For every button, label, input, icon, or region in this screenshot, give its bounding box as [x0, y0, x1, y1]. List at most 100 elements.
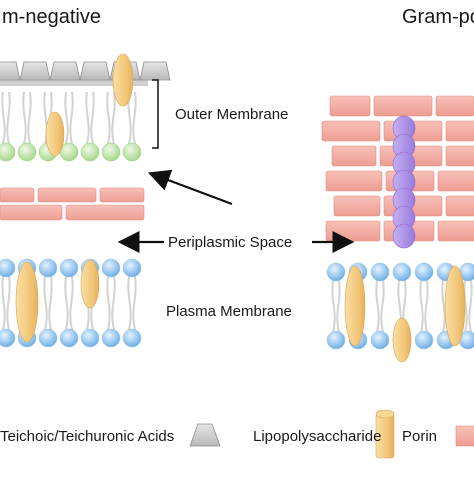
lipid-tail [90, 91, 95, 145]
peptidoglycan-block [437, 170, 474, 192]
peptidoglycan-block [445, 120, 474, 142]
lipid-tail [132, 91, 137, 145]
legend-porin-cap [375, 409, 395, 419]
lipid-head [122, 328, 142, 348]
legend-symbols [189, 409, 474, 459]
lipid-head [414, 262, 434, 282]
lps-unit [139, 61, 171, 81]
lipid-tail [85, 91, 90, 145]
lipid-head [326, 330, 346, 350]
lipid-head [101, 142, 121, 162]
peptidoglycan-block [99, 187, 145, 203]
lipid-tail [106, 91, 111, 145]
periplasmic-space-label: Periplasmic Space [168, 234, 293, 251]
porin-protein [392, 317, 412, 363]
lipid-tail [27, 91, 32, 145]
lipid-head [101, 328, 121, 348]
legend-porin-label: Porin [402, 428, 438, 445]
legend-lps-swatch [189, 423, 221, 447]
teichoic-acid-unit [392, 223, 416, 249]
lipid-head [38, 258, 58, 278]
lipid-tail [375, 279, 380, 333]
lipid-tail [64, 91, 69, 145]
porin-protein [45, 111, 65, 157]
gram-positive-wall [321, 95, 474, 363]
lipid-tail [1, 91, 6, 145]
porin-protein [112, 53, 134, 107]
lipid-head [0, 328, 16, 348]
lps-unit [0, 61, 21, 81]
lipid-head [122, 258, 142, 278]
peptidoglycan-block [435, 95, 474, 117]
lipid-tail [127, 275, 132, 331]
lipid-head [326, 262, 346, 282]
lipid-tail [43, 91, 48, 145]
peptidoglycan-block [325, 220, 381, 242]
legend-peptidoglycan-swatch [455, 425, 474, 447]
gram-negative-title: m-negative [2, 6, 101, 28]
lipid-tail [132, 275, 137, 331]
lipid-tail [64, 275, 69, 331]
peptidoglycan-block [445, 195, 474, 217]
peptidoglycan-block [329, 95, 371, 117]
lipid-tail [69, 275, 74, 331]
lipid-tail [106, 275, 111, 331]
pointer-arrows [117, 169, 355, 253]
peptidoglycan-block [65, 204, 145, 221]
gram-positive-title: Gram-po [402, 6, 474, 28]
lipid-head [101, 258, 121, 278]
peptidoglycan-block [325, 170, 383, 192]
peptidoglycan-block [321, 120, 381, 142]
outer-membrane-label: Outer Membrane [175, 106, 289, 123]
lipid-head [0, 258, 16, 278]
arrow-to-peptidoglycan [147, 169, 233, 206]
lipid-tail [48, 275, 53, 331]
lipid-tail [69, 91, 74, 145]
lipid-tail [441, 279, 446, 333]
legend-lps-label: Lipopolysaccharide [253, 428, 382, 445]
lipid-head [59, 258, 79, 278]
lipid-tail [1, 275, 6, 331]
lipid-tail [43, 275, 48, 331]
lipid-head [414, 330, 434, 350]
legend-teichoic-label: Teichoic/Teichuronic Acids [0, 428, 175, 445]
lipid-tail [419, 279, 424, 333]
lps-baseline [0, 80, 148, 86]
porin-protein [344, 265, 366, 347]
peptidoglycan-block [0, 187, 35, 203]
lipid-head [17, 142, 37, 162]
lipid-head [392, 262, 412, 282]
lipid-tail [468, 279, 473, 333]
lipid-head [59, 328, 79, 348]
porin-protein [80, 259, 100, 309]
lipid-tail [22, 91, 27, 145]
porin-protein [15, 261, 39, 343]
outer-membrane-bracket [152, 79, 159, 149]
lipid-tail [6, 275, 11, 331]
lipid-head [370, 330, 390, 350]
lipid-tail [6, 91, 11, 145]
peptidoglycan-block [373, 95, 433, 117]
lipid-head [80, 328, 100, 348]
peptidoglycan-block [331, 145, 377, 167]
lipid-head [38, 328, 58, 348]
lipid-tail [424, 279, 429, 333]
lipid-head [0, 142, 16, 162]
lipid-head [370, 262, 390, 282]
lipid-tail [111, 275, 116, 331]
lipid-tail [331, 279, 336, 333]
porin-protein [444, 265, 466, 347]
lipid-tail [463, 279, 468, 333]
lipid-head [122, 142, 142, 162]
peptidoglycan-block [0, 204, 63, 221]
peptidoglycan-block [333, 195, 381, 217]
lps-unit [79, 61, 111, 81]
plasma-membrane-label: Plasma Membrane [166, 303, 292, 320]
peptidoglycan-block [445, 145, 474, 167]
lipid-tail [336, 279, 341, 333]
peptidoglycan-block [37, 187, 97, 203]
lipid-tail [380, 279, 385, 333]
lipid-tail [111, 91, 116, 145]
